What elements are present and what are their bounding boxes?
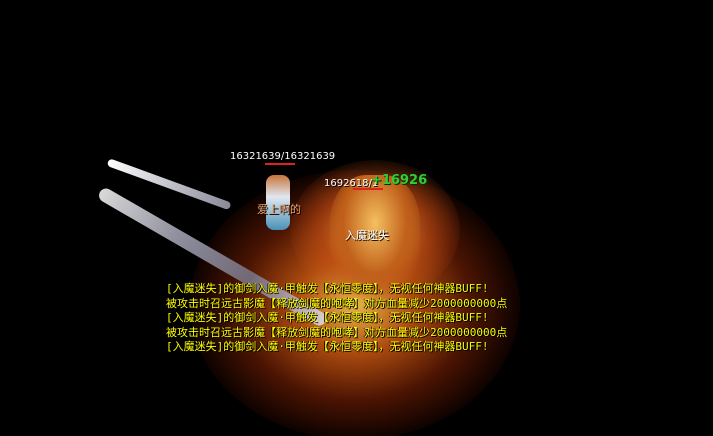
- boss-name: 入魔迷失: [345, 229, 389, 242]
- boss-hp-bar: [353, 188, 383, 190]
- boss-hp-text: 1692618/1: [324, 178, 379, 189]
- log-line: [入魔迷失]的御剑入魔·甲触发【永恒零度】，无视任何神器BUFF!: [166, 311, 489, 324]
- log-line: [入魔迷失]的御剑入魔·甲触发【永恒零度】，无视任何神器BUFF!: [166, 340, 489, 353]
- heal-number: +16926: [371, 173, 428, 188]
- player-hp-text: 16321639/16321639: [230, 151, 336, 162]
- player-name: 爱上啊的: [257, 203, 301, 216]
- combat-log: [入魔迷失]的御剑入魔·甲触发【永恒零度】，无视任何神器BUFF! 被攻击时召远…: [166, 282, 507, 355]
- boss-sprite[interactable]: [330, 175, 420, 295]
- log-line: 被攻击时召远古影魔【释放剑魔的咆哮】对方血量减少2000000000点: [166, 296, 508, 310]
- log-line: 被攻击时召远古影魔【释放剑魔的咆哮】对方血量减少2000000000点: [166, 325, 508, 339]
- player-hp-bar: [265, 163, 295, 165]
- player-sprite[interactable]: [266, 175, 290, 230]
- log-line: [入魔迷失]的御剑入魔·甲触发【永恒零度】，无视任何神器BUFF!: [166, 282, 489, 295]
